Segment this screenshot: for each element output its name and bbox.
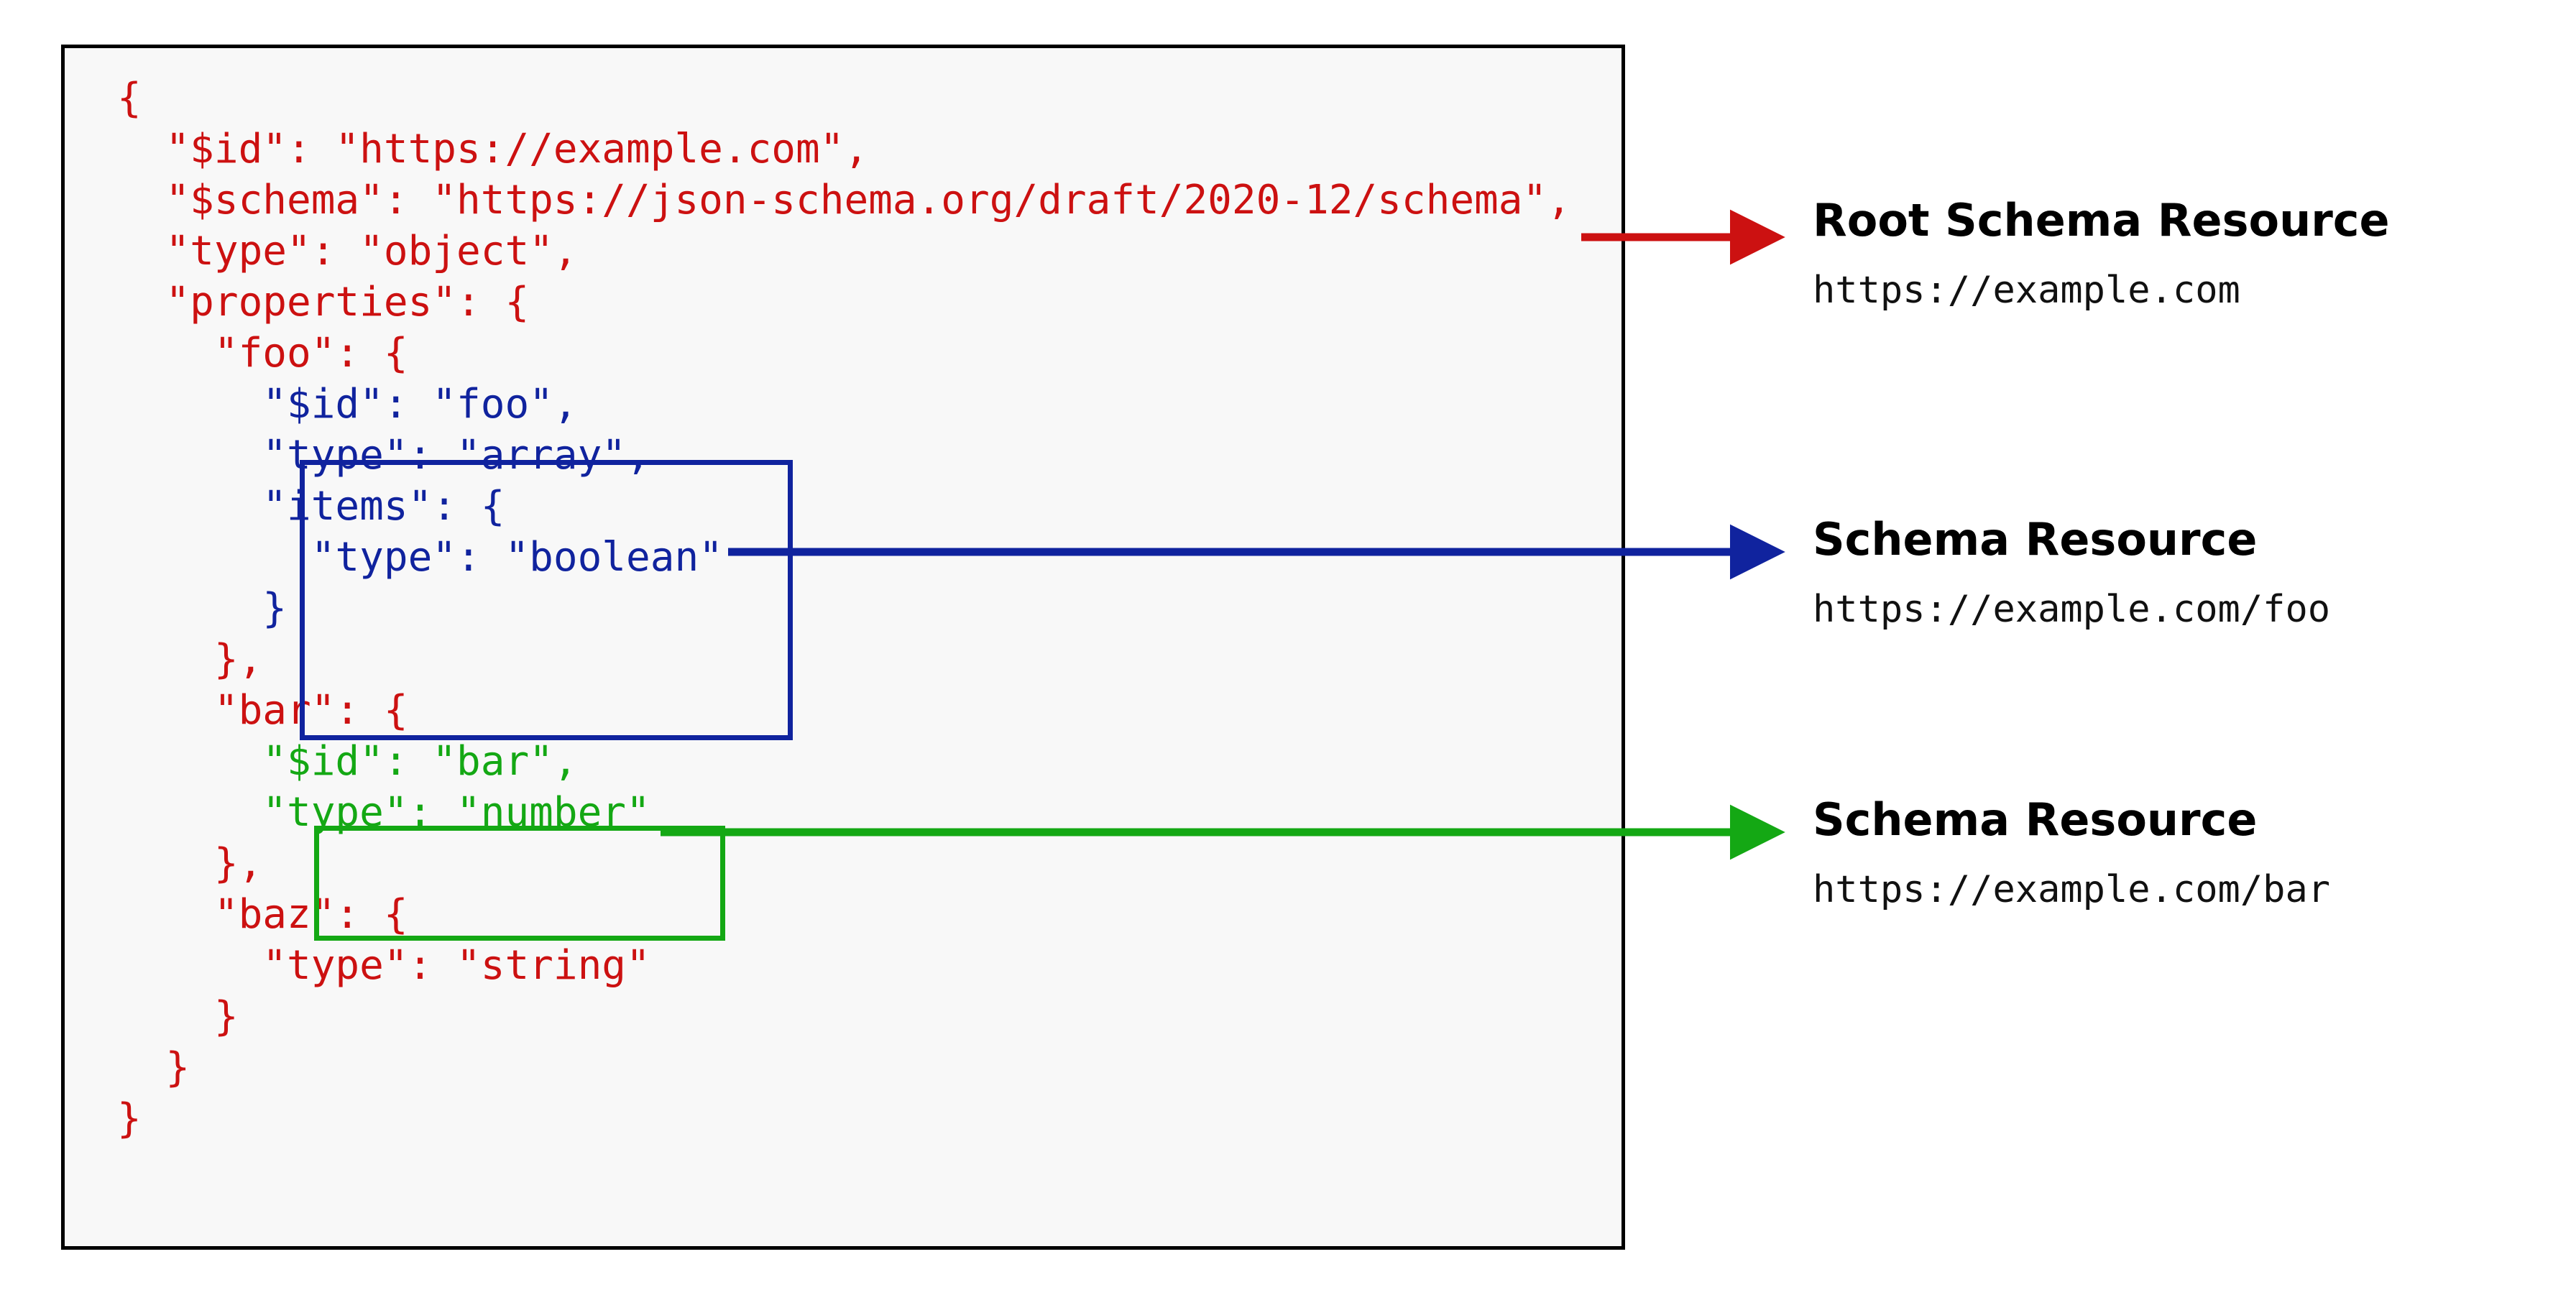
label-title: Schema Resource: [1813, 513, 2258, 566]
code-line: "type": "string": [117, 942, 650, 989]
label-uri: https://example.com/foo: [1813, 588, 2331, 631]
code-line: "bar": {: [117, 687, 408, 734]
json-schema-code: { "$id": "https://example.com", "$schema…: [117, 73, 1571, 1144]
code-line: {: [117, 75, 142, 121]
code-line: }: [117, 1095, 142, 1142]
code-line: }: [117, 585, 288, 632]
label-title: Schema Resource: [1813, 793, 2258, 846]
code-line: "items": {: [117, 483, 505, 530]
code-line: "baz": {: [117, 891, 408, 938]
code-line: "type": "array",: [117, 432, 650, 479]
code-line: "foo": {: [117, 330, 408, 377]
code-line: "$id": "foo",: [117, 381, 578, 428]
code-line: },: [117, 840, 263, 887]
code-line: "type": "object",: [117, 228, 578, 275]
code-line: "$schema": "https://json-schema.org/draf…: [117, 177, 1571, 223]
code-line: }: [117, 993, 239, 1040]
root-schema-resource-label: Root Schema Resource https://example.com: [1813, 194, 2390, 313]
label-uri: https://example.com: [1813, 269, 2240, 312]
code-line: }: [117, 1044, 190, 1091]
code-line: "type": "boolean": [117, 534, 723, 581]
code-line: "$id": "bar",: [117, 738, 578, 785]
label-title: Root Schema Resource: [1813, 194, 2390, 246]
foo-schema-resource-label: Schema Resource https://example.com/foo: [1813, 513, 2331, 632]
code-line: "type": "number": [117, 789, 650, 836]
label-uri: https://example.com/bar: [1813, 868, 2331, 911]
code-line: },: [117, 636, 263, 683]
json-schema-code-panel: { "$id": "https://example.com", "$schema…: [61, 45, 1625, 1250]
bar-schema-resource-label: Schema Resource https://example.com/bar: [1813, 793, 2331, 912]
code-line: "properties": {: [117, 279, 530, 326]
code-line: "$id": "https://example.com",: [117, 126, 869, 172]
